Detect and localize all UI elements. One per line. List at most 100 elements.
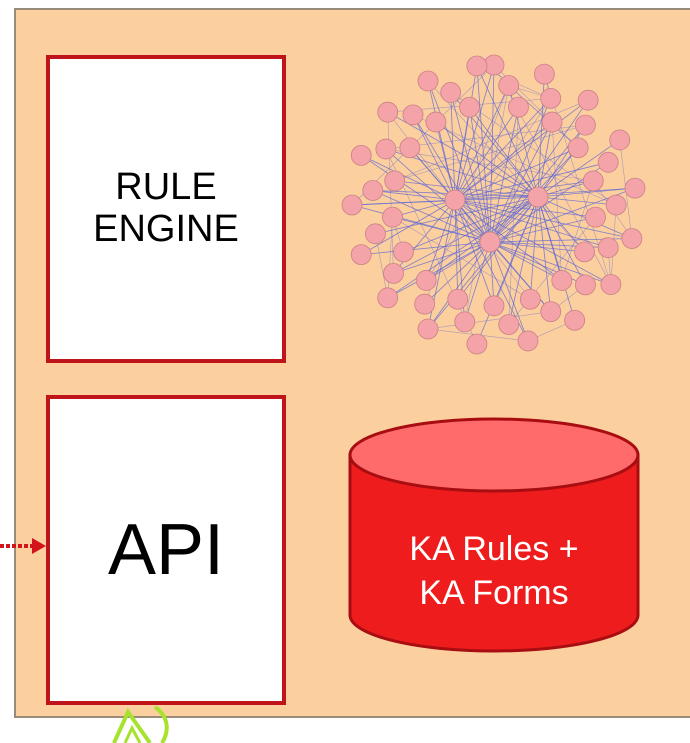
- network-node: [609, 129, 631, 151]
- network-edge: [489, 64, 495, 243]
- network-node: [375, 138, 397, 160]
- network-node: [564, 309, 586, 331]
- network-node: [425, 111, 447, 133]
- network-node: [541, 111, 563, 133]
- network-edge: [412, 114, 617, 206]
- network-edge: [537, 196, 585, 253]
- network-edge: [454, 199, 459, 300]
- network-node: [585, 206, 606, 228]
- network-node: [597, 237, 619, 259]
- network-edge: [476, 65, 491, 243]
- network-edge: [454, 106, 519, 201]
- ka-database-cylinder: KA Rules + KA Forms: [348, 417, 640, 653]
- network-edge: [387, 111, 539, 198]
- network-node: [466, 333, 488, 355]
- network-edge: [537, 196, 576, 321]
- network-node: [508, 96, 529, 118]
- network-node: [382, 206, 403, 228]
- network-edge: [361, 199, 456, 255]
- rule-engine-label-line1: RULE: [115, 166, 217, 209]
- database-label-line2: KA Forms: [419, 574, 568, 612]
- knowledge-network-graph: [341, 54, 646, 355]
- network-edge: [537, 187, 636, 198]
- network-node: [417, 70, 439, 92]
- network-edge: [489, 241, 495, 306]
- network-edge: [529, 196, 539, 300]
- network-edge: [537, 121, 553, 198]
- network-edge: [454, 161, 609, 201]
- network-edge: [392, 216, 531, 300]
- network-edge: [464, 241, 491, 323]
- network-edge: [537, 124, 586, 198]
- database-label-line1: KA Rules +: [409, 530, 578, 568]
- network-edge: [427, 80, 585, 253]
- network-node: [498, 75, 520, 96]
- network-edge: [427, 80, 491, 243]
- network-node: [393, 241, 414, 263]
- network-node: [415, 270, 437, 291]
- network-edge: [537, 139, 620, 198]
- api-label: API: [107, 510, 225, 590]
- network-node: [365, 223, 386, 245]
- network-edge: [454, 99, 589, 201]
- network-node: [383, 262, 404, 284]
- network-node: [517, 330, 539, 352]
- network-edge: [427, 241, 491, 330]
- green-up-arrow: [112, 705, 169, 743]
- network-node: [440, 82, 462, 103]
- network-edge: [464, 85, 510, 322]
- network-edge: [425, 199, 456, 281]
- network-edge: [435, 121, 539, 198]
- network-edge: [412, 114, 456, 201]
- network-edge: [351, 204, 491, 243]
- network-node: [575, 274, 596, 296]
- network-edge: [427, 311, 551, 330]
- network-edge: [375, 233, 389, 298]
- network-edge: [385, 148, 491, 243]
- network-node: [454, 311, 476, 333]
- network-edge: [450, 92, 491, 243]
- network-edge: [454, 199, 495, 306]
- network-node: [341, 194, 363, 216]
- network-node: [377, 101, 399, 123]
- network-edge: [561, 180, 594, 281]
- network-edge: [412, 114, 491, 243]
- network-node: [567, 137, 589, 159]
- network-edge: [454, 64, 495, 201]
- network-node: [447, 288, 469, 310]
- network-edge: [387, 241, 491, 299]
- network-edge: [361, 155, 491, 243]
- network-edge: [537, 196, 586, 286]
- network-node: [350, 144, 372, 166]
- network-edge: [361, 241, 491, 256]
- network-edge: [427, 80, 456, 201]
- network-edge: [375, 196, 539, 235]
- network-node: [600, 274, 622, 295]
- network-edge: [489, 98, 552, 243]
- network-edge: [372, 190, 491, 243]
- network-edge: [469, 107, 491, 243]
- network-edge: [392, 199, 456, 218]
- network-node: [621, 228, 643, 249]
- network-edge: [385, 148, 594, 182]
- network-edge: [450, 92, 456, 201]
- network-edge: [476, 65, 539, 198]
- network-edge: [454, 85, 510, 201]
- network-edge: [508, 196, 539, 325]
- network-node: [574, 241, 595, 263]
- network-edge: [425, 98, 551, 281]
- network-edge: [454, 199, 612, 285]
- rule-engine-box: RULE ENGINE: [46, 55, 286, 363]
- network-edge: [508, 107, 519, 325]
- network-edge: [454, 121, 553, 201]
- api-box: API: [46, 395, 286, 705]
- network-edge: [454, 65, 478, 201]
- network-node: [527, 186, 549, 208]
- network-edge: [537, 196, 633, 239]
- network-node: [540, 87, 562, 109]
- network-edge: [424, 196, 539, 305]
- network-edge: [489, 241, 529, 342]
- network-node: [575, 114, 596, 136]
- network-edge: [489, 241, 562, 281]
